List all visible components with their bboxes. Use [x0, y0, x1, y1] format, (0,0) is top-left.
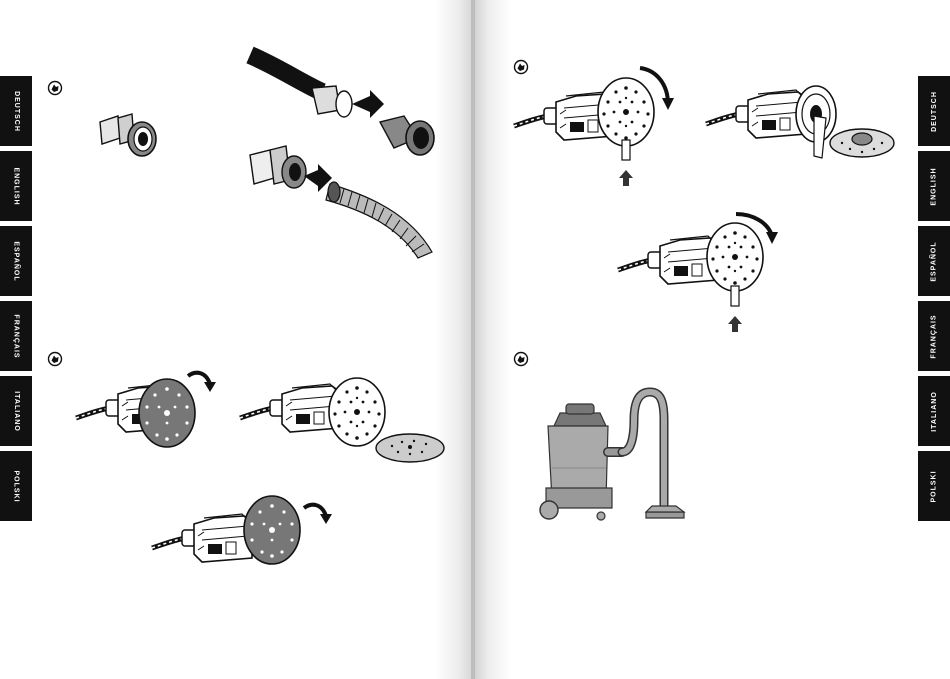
loose-pad [376, 434, 444, 462]
hand-pointing-icon [49, 353, 62, 366]
hose-connection-illustration [250, 55, 434, 258]
backing-pad-removal-illustration [514, 68, 894, 332]
hose-adapter-illustration [100, 114, 156, 156]
vacuum-cleaner-illustration [540, 392, 684, 520]
hand-pointing-icon [49, 82, 62, 95]
sanding-pad-mounting-illustration [76, 373, 444, 564]
hand-pointing-icon [515, 353, 528, 366]
hand-pointing-icon [515, 61, 528, 74]
